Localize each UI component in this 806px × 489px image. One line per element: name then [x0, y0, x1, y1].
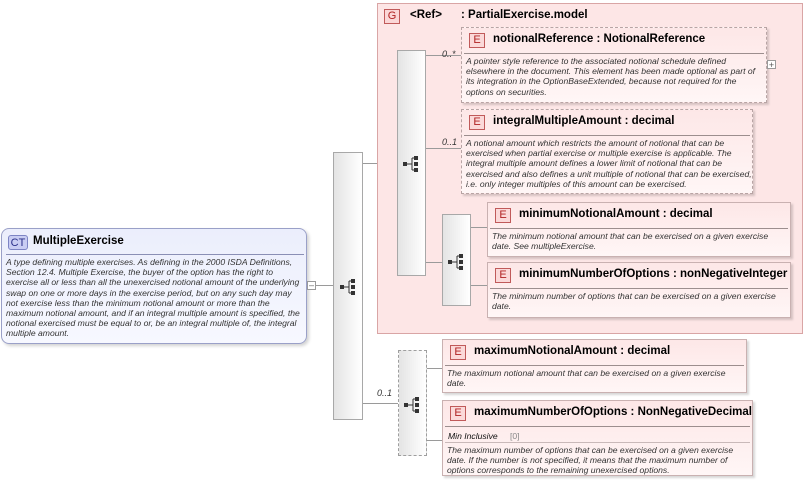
- separator: [6, 254, 304, 255]
- element-description: The minimum notional amount that can be …: [492, 231, 769, 252]
- connector: [471, 285, 487, 286]
- element-description: A notional amount which restricts the am…: [466, 138, 752, 189]
- complex-type-name: MultipleExercise: [33, 235, 124, 247]
- sequence-compositor[interactable]: [333, 152, 363, 420]
- complex-type-tag: CT: [8, 235, 28, 250]
- separator: [464, 53, 764, 54]
- minimum-sequence-compositor[interactable]: [442, 214, 471, 306]
- element-tag: E: [469, 115, 485, 130]
- element-title: minimumNotionalAmount : decimal: [519, 208, 713, 220]
- separator: [490, 228, 788, 229]
- element-maximum-number-of-options[interactable]: E maximumNumberOfOptions : NonNegativeDe…: [442, 400, 753, 476]
- element-tag: E: [495, 268, 511, 283]
- inner-sequence-compositor[interactable]: [397, 50, 426, 276]
- plus-icon[interactable]: +: [767, 60, 776, 70]
- element-maximum-notional-amount[interactable]: E maximumNotionalAmount : decimal The ma…: [442, 339, 747, 393]
- element-title: integralMultipleAmount : decimal: [493, 115, 675, 127]
- element-description: The maximum notional amount that can be …: [447, 368, 726, 389]
- group-name: : PartialExercise.model: [461, 9, 588, 21]
- element-tag: E: [450, 345, 466, 360]
- element-tag: E: [469, 33, 485, 48]
- connector: [363, 163, 378, 164]
- cardinality-label: 0..1: [377, 388, 393, 398]
- connector: [471, 227, 487, 228]
- connector: [316, 285, 333, 286]
- cardinality-label: 0..1: [442, 137, 458, 147]
- connector: [426, 55, 461, 56]
- separator: [464, 135, 750, 136]
- element-notional-reference[interactable]: E notionalReference : NotionalReference …: [461, 27, 767, 103]
- element-minimum-notional-amount[interactable]: E minimumNotionalAmount : decimal The mi…: [487, 202, 791, 257]
- connector: [426, 148, 461, 149]
- cardinality-label: 0..*: [442, 49, 456, 59]
- facet-value: [0]: [510, 431, 520, 441]
- connector: [426, 262, 442, 263]
- element-description: The maximum number of options that can b…: [447, 445, 734, 476]
- connector: [427, 368, 442, 369]
- connector: [363, 403, 398, 404]
- minus-icon[interactable]: –: [307, 280, 316, 290]
- element-tag: E: [495, 208, 511, 223]
- optional-sequence-compositor[interactable]: [398, 350, 427, 456]
- element-title: maximumNumberOfOptions : NonNegativeDeci…: [474, 406, 752, 418]
- element-title: maximumNotionalAmount : decimal: [474, 345, 671, 357]
- sequence-compositor-icon: [448, 254, 463, 270]
- group-tag: G: [384, 9, 400, 24]
- element-tag: E: [450, 406, 466, 421]
- element-integral-multiple-amount[interactable]: E integralMultipleAmount : decimal A not…: [461, 109, 753, 194]
- element-description: A pointer style reference to the associa…: [466, 56, 756, 97]
- facet-label: Min Inclusive: [448, 431, 498, 441]
- element-title: minimumNumberOfOptions : nonNegativeInte…: [519, 268, 788, 280]
- element-minimum-number-of-options[interactable]: E minimumNumberOfOptions : nonNegativeIn…: [487, 262, 791, 318]
- sequence-compositor-icon: [404, 397, 419, 413]
- group-ref-label: <Ref>: [410, 9, 442, 21]
- sequence-compositor-icon: [403, 156, 418, 172]
- separator: [445, 426, 750, 427]
- connector: [427, 440, 442, 441]
- sequence-compositor-icon: [340, 279, 355, 295]
- complex-type-description: A type defining multiple exercises. As d…: [6, 257, 300, 339]
- element-description: The minimum number of options that can b…: [492, 291, 776, 312]
- complex-type-box[interactable]: CT MultipleExercise A type defining mult…: [1, 228, 307, 344]
- separator: [490, 288, 788, 289]
- separator: [445, 442, 750, 443]
- element-title: notionalReference : NotionalReference: [493, 33, 706, 45]
- separator: [445, 365, 744, 366]
